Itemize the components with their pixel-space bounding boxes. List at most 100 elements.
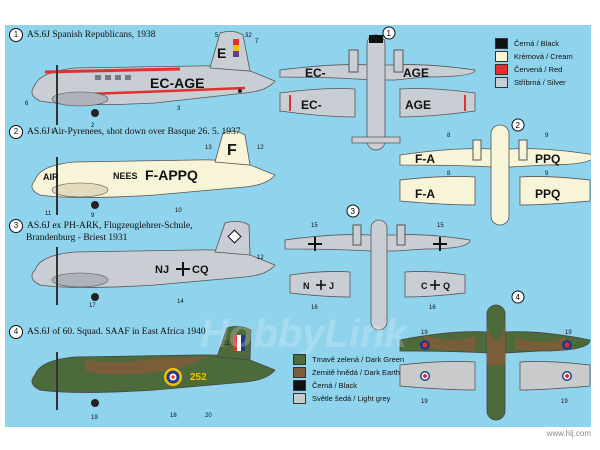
svg-text:8: 8 xyxy=(447,133,451,139)
svg-text:19: 19 xyxy=(565,330,572,336)
cream-swatch xyxy=(495,51,508,62)
aircraft-3-side-view: NJ CQ xyxy=(31,221,276,305)
legend-item: Stříbrná / Silver xyxy=(495,76,573,89)
svg-text:32: 32 xyxy=(245,33,252,39)
aircraft-1-callouts: 5 32 7 6 1 2 3 xyxy=(25,33,259,135)
svg-text:7: 7 xyxy=(255,39,259,45)
svg-text:6: 6 xyxy=(25,101,29,107)
svg-text:15: 15 xyxy=(437,223,444,229)
svg-text:16: 16 xyxy=(311,305,318,311)
svg-text:AGE: AGE xyxy=(403,66,429,80)
aircraft-4-top-view xyxy=(399,304,591,421)
aircraft-3-callouts: 12 17 14 xyxy=(89,255,264,309)
svg-text:PPQ: PPQ xyxy=(535,152,560,166)
svg-text:20: 20 xyxy=(205,413,212,419)
svg-text:2: 2 xyxy=(91,123,95,129)
svg-text:N: N xyxy=(303,281,310,291)
aircraft-1-fin-letter: E xyxy=(217,45,226,61)
legend-item: Černá / Black xyxy=(293,379,404,392)
aircraft-3-registration-right: CQ xyxy=(192,264,209,276)
top-view-callouts: 8 9 8 9 15 15 16 16 19 19 19 19 xyxy=(311,133,572,405)
svg-text:16: 16 xyxy=(429,305,436,311)
decal-sheet: EC-AGE E 5 32 7 6 1 2 3 F-APPQ F AIR NEE… xyxy=(5,25,596,427)
svg-text:PPQ: PPQ xyxy=(535,187,560,201)
silver-swatch xyxy=(495,77,508,88)
aircraft-2-fin-letter: F xyxy=(227,142,237,159)
aircraft-1-registration-side: EC-AGE xyxy=(150,75,204,91)
svg-text:19: 19 xyxy=(421,330,428,336)
svg-text:EC-: EC- xyxy=(305,66,326,80)
aircraft-2-callouts: 13 12 11 9 10 xyxy=(45,145,264,219)
legend-item: Tmavě zelená / Dark Green xyxy=(293,353,404,366)
svg-text:9: 9 xyxy=(545,133,549,139)
aircraft-1-side-view: EC-AGE E xyxy=(31,31,276,125)
iron-cross-side xyxy=(176,262,190,276)
svg-text:1: 1 xyxy=(51,129,55,135)
aircraft-3-underwing-panels: N J C Q xyxy=(289,271,466,298)
aircraft-2-side-view: F-APPQ F AIR NEES xyxy=(31,131,276,215)
aircraft-3-registration-left: NJ xyxy=(155,264,169,276)
legend-item: Krémová / Cream xyxy=(495,50,573,63)
legend-item: Červená / Red xyxy=(495,63,573,76)
svg-text:9: 9 xyxy=(91,213,95,219)
svg-text:J: J xyxy=(329,281,334,291)
svg-text:AGE: AGE xyxy=(405,98,431,112)
aircraft-2-nose-lettering: AIR xyxy=(43,172,59,182)
svg-text:18: 18 xyxy=(170,413,177,419)
svg-text:2: 2 xyxy=(516,121,521,130)
top-view-numbers: 1 2 3 4 xyxy=(346,26,525,304)
svg-text:13: 13 xyxy=(205,145,212,151)
svg-text:1: 1 xyxy=(387,29,392,38)
svg-text:14: 14 xyxy=(177,299,184,305)
aircraft-2-mid-lettering: NEES xyxy=(113,171,138,181)
footer-url: www.hlj.com xyxy=(546,429,591,438)
legend-item: Černá / Black xyxy=(495,37,573,50)
svg-text:C: C xyxy=(421,281,428,291)
svg-text:9: 9 xyxy=(545,171,549,177)
svg-text:12: 12 xyxy=(257,145,264,151)
sheet-artwork: EC-AGE E 5 32 7 6 1 2 3 F-APPQ F AIR NEE… xyxy=(5,25,596,427)
svg-text:21: 21 xyxy=(223,341,230,347)
svg-text:8: 8 xyxy=(447,171,451,177)
svg-text:EC-: EC- xyxy=(301,98,322,112)
legend-item: Světle šedá / Light grey xyxy=(293,392,404,405)
svg-text:3: 3 xyxy=(351,207,356,216)
aircraft-1-top-view: EC- AGE xyxy=(279,34,476,151)
dark-earth-swatch xyxy=(293,367,306,378)
aircraft-2-registration-side: F-APPQ xyxy=(145,167,198,183)
dark-green-swatch xyxy=(293,354,306,365)
svg-text:4: 4 xyxy=(516,293,521,302)
aircraft-2-underwing-panels: F-A PPQ xyxy=(399,176,591,206)
svg-text:15: 15 xyxy=(311,223,318,229)
aircraft-4-code: 252 xyxy=(190,372,207,383)
svg-text:F-A: F-A xyxy=(415,187,435,201)
svg-text:19: 19 xyxy=(421,399,428,405)
svg-text:12: 12 xyxy=(257,255,264,261)
legend-item: Zemitě hnědá / Dark Earth xyxy=(293,366,404,379)
red-swatch xyxy=(495,64,508,75)
svg-text:Q: Q xyxy=(443,281,450,291)
color-legend-bottom: Tmavě zelená / Dark Green Zemitě hnědá /… xyxy=(293,353,404,405)
color-legend-top: Černá / Black Krémová / Cream Červená / … xyxy=(495,37,573,89)
svg-text:11: 11 xyxy=(45,211,52,217)
svg-text:F-A: F-A xyxy=(415,152,435,166)
aircraft-4-side-view: 252 xyxy=(31,326,276,410)
black-swatch xyxy=(495,38,508,49)
light-grey-swatch xyxy=(293,393,306,404)
watermark: HobbyLink xyxy=(200,312,408,356)
aircraft-2-top-view: F-A PPQ xyxy=(399,124,596,226)
svg-text:19: 19 xyxy=(561,399,568,405)
aircraft-3-top-view xyxy=(284,219,471,331)
aircraft-1-underwing-panels: EC- AGE xyxy=(279,88,476,118)
black-swatch xyxy=(293,380,306,391)
svg-text:10: 10 xyxy=(175,208,182,214)
svg-text:19: 19 xyxy=(91,415,98,421)
svg-text:3: 3 xyxy=(177,106,181,112)
svg-text:17: 17 xyxy=(89,303,96,309)
aircraft-4-callouts: 21 18 20 19 xyxy=(91,341,230,421)
svg-text:5: 5 xyxy=(215,33,219,39)
